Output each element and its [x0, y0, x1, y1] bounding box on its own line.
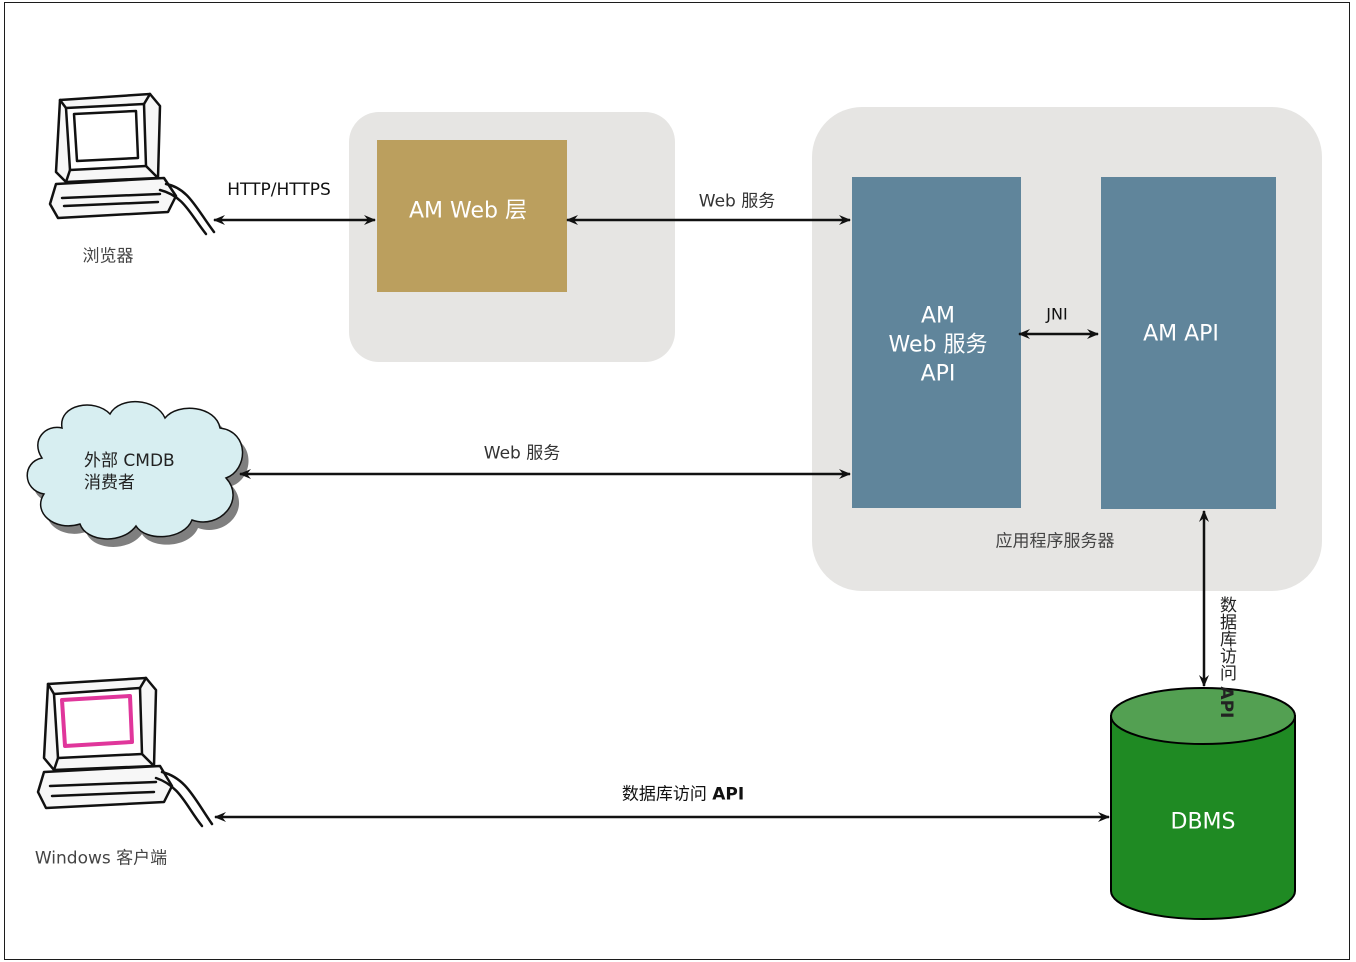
dbms-label: DBMS [1170, 809, 1236, 835]
cloud-icon [26, 400, 249, 547]
http-edge-label: HTTP/HTTPS [227, 180, 331, 200]
am-ws-api-label: AM Web 服务 API [889, 302, 988, 389]
windows-client-label: Windows 客户端 [34, 848, 168, 869]
am-ws-api-line1: AM [920, 303, 956, 329]
app-server-label: 应用程序服务器 [995, 531, 1115, 552]
am-web-tier-box [377, 140, 567, 292]
db-access-api: API [712, 784, 745, 805]
am-ws-api-line2: Web 服务 [888, 332, 988, 358]
db-access-vertical-label: 数据库访问 API [1214, 596, 1239, 718]
dbms-cylinder [1110, 687, 1296, 920]
cmdb-consumer-label: 外部 CMDB 消费者 [84, 450, 175, 494]
diagram-frame [4, 2, 1350, 960]
windows-client-computer-icon [36, 676, 214, 828]
am-api-label: AM API [1143, 321, 1219, 347]
db-access-vertical-text: 数据库访问 [1216, 596, 1236, 681]
computer-icon [48, 92, 216, 236]
web-service-edge-label-bottom: Web 服务 [483, 443, 561, 464]
browser-label: 浏览器 [82, 246, 134, 267]
cmdb-consumer-line2: 消费者 [84, 473, 135, 493]
cmdb-consumer-line1: 外部 CMDB [84, 451, 175, 471]
db-access-vertical-api: API [1216, 686, 1236, 719]
web-service-edge-label-top: Web 服务 [698, 191, 776, 212]
am-web-tier-label: AM Web 层 [409, 198, 527, 224]
am-ws-api-box [852, 177, 1021, 508]
am-api-box [1101, 177, 1276, 509]
am-ws-api-line3: API [920, 361, 956, 387]
jni-edge-label: JNI [1046, 304, 1068, 324]
db-access-edge-label: 数据库访问 API [622, 780, 744, 805]
db-access-text: 数据库访问 [621, 784, 707, 805]
